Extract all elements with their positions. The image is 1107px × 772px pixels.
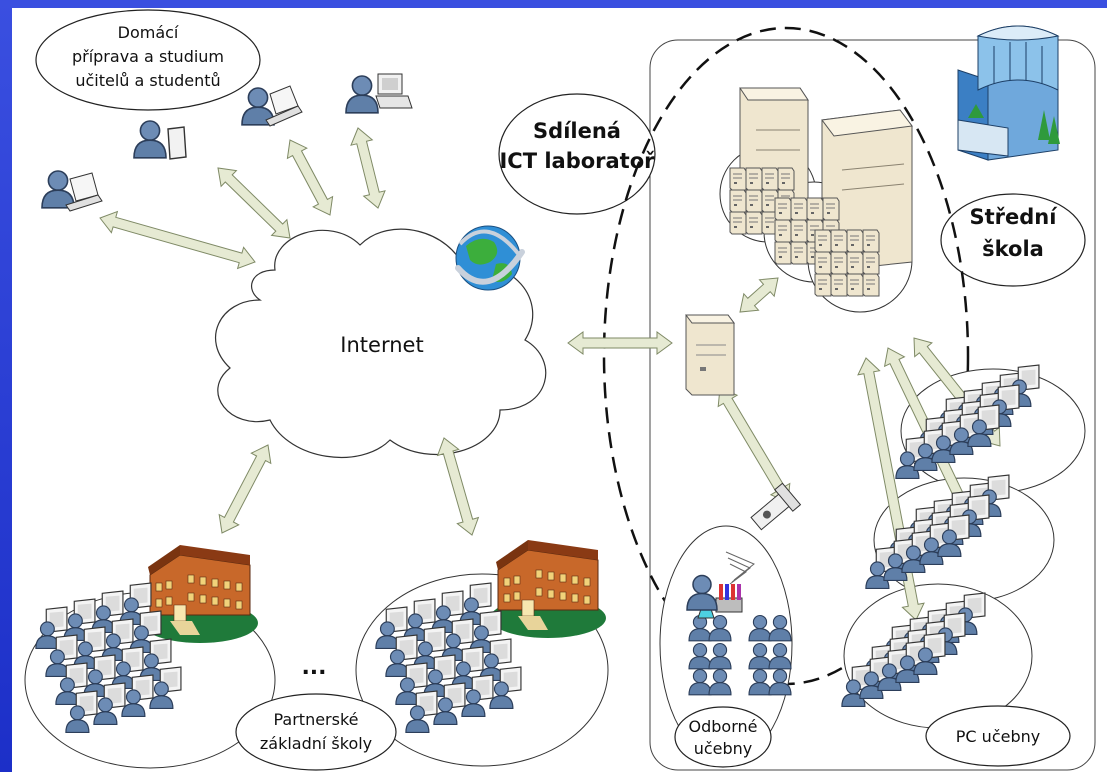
connection-arrow [99,210,256,270]
laptop-user-icon [241,85,303,127]
desktop-user-icon [345,73,413,114]
special-label-line1: Odborné [689,717,758,736]
high-school-building-icon [957,25,1060,161]
rack-server-icon [729,211,747,235]
rack-server-icon [777,167,795,191]
rack-server-icon [745,211,763,235]
lab-label-line2: ICT laboratoř [499,149,655,173]
rack-server-icon [830,251,848,275]
rack-server-icon [729,167,747,191]
rack-server-icon [814,251,832,275]
rack-server-icon [830,273,848,297]
internet-label: Internet [340,333,423,357]
connection-arrow [350,127,386,209]
special-label-line2: učebny [694,739,753,758]
ellipsis-label: ... [301,655,326,680]
rack-server-icon [745,189,763,213]
rack-server-icon [830,229,848,253]
partner-label-line1: Partnerské [273,710,358,729]
connection-arrow [286,139,334,216]
high-school-label-line2: škola [982,237,1044,261]
connection-arrow [217,167,291,239]
rack-server-icon [729,189,747,213]
high-school-bubble [940,193,1086,287]
rack-server-icon [790,219,808,243]
home-label-line1: Domácí [118,23,179,42]
rack-server-icon [790,241,808,265]
home-label-line2: příprava a studium [72,47,224,66]
rack-server-icon [846,229,864,253]
rack-server-icon [761,167,779,191]
shared-lab-bubble [498,93,656,215]
primary-school-building-icon [489,539,607,639]
rack-server-icon [862,251,880,275]
partner-schools-bubble [235,693,397,771]
gateway-server-icon [685,314,735,396]
laptop-user-icon [41,170,103,212]
connection-arrow [218,444,272,534]
rack-server-icon [774,197,792,221]
connection-arrow [436,437,480,536]
connection-arrow [739,277,779,313]
high-school-label-line1: Střední [970,205,1059,229]
lab-label-line1: Sdílená [533,119,621,143]
rack-server-icon [814,273,832,297]
rack-server-icon [822,197,840,221]
lab-equipment-icon [686,482,802,619]
rack-server-icon [774,241,792,265]
rack-server-icon [814,229,832,253]
tablet-user-icon [133,120,187,160]
globe-icon [455,225,525,291]
internet-cloud [214,228,547,459]
rack-server-icon [846,251,864,275]
rack-server-icon [774,219,792,243]
rack-server-icon [862,273,880,297]
rack-server-icon [745,167,763,191]
home-label-line3: učitelů a studentů [75,71,220,90]
pc-rooms-bubble [925,705,1071,767]
rack-server-icon [846,273,864,297]
rack-server-icon [862,229,880,253]
high-school-frame [649,39,1096,771]
specialized-classrooms-bubble [674,706,772,768]
connection-arrow [567,331,673,355]
partner-label-line2: základní školy [260,734,372,753]
pc-rooms-label: PC učebny [956,727,1040,746]
rack-server-icon [790,197,808,221]
rack-server-icon [806,197,824,221]
connection-arrow [717,387,791,503]
home-study-bubble [35,9,261,111]
